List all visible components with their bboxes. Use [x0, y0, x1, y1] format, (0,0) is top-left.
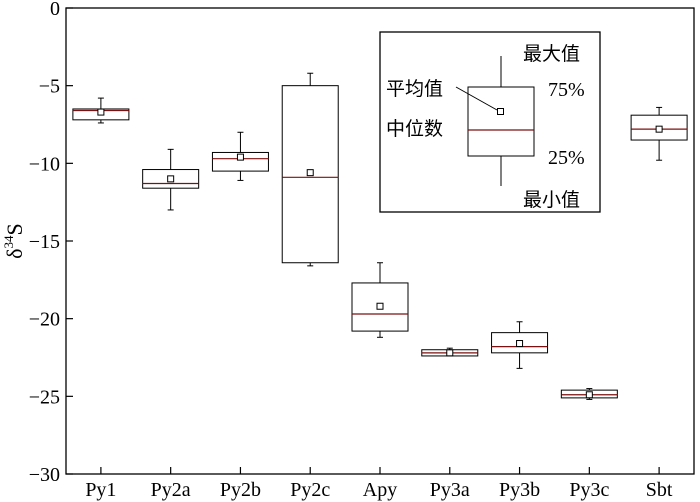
legend-max-label: 最大值 [523, 43, 580, 65]
x-tick-label: Py3a [430, 479, 470, 501]
legend-q3-label: 75% [548, 79, 585, 101]
x-tick-label: Py1 [85, 479, 116, 501]
y-axis-label-sup: 34 [1, 235, 16, 249]
y-axis: 0 −5 −10 −15 −20 −25 −30 [29, 0, 73, 486]
y-tick-label: −30 [29, 464, 60, 486]
box-mean-marker [376, 302, 384, 310]
legend-box: 最大值 75% 平均值 中位数 25% 最小值 [379, 31, 601, 213]
y-tick-label: −20 [29, 309, 60, 331]
x-tick-label: Apy [363, 479, 397, 501]
box-sbt [630, 106, 688, 161]
box-py3b [491, 321, 549, 369]
box-py1 [72, 97, 130, 124]
x-tick-label: Py2b [220, 479, 261, 501]
y-tick-label: −25 [29, 386, 60, 408]
x-tick-label: Sbt [646, 479, 673, 501]
y-tick-label: −10 [29, 153, 60, 175]
y-axis-label-tail: S [2, 223, 27, 235]
box-py2c [281, 72, 339, 267]
x-tick-label: Py3c [569, 479, 609, 501]
box-iqr [211, 151, 269, 172]
x-axis: Py1 Py2a Py2b Py2c Apy Py3a Py3b Py3c Sbt [85, 467, 673, 501]
box-mean-marker [306, 169, 314, 177]
legend-box-iqr [467, 86, 535, 157]
y-tick-label: −15 [29, 231, 60, 253]
legend-min-label: 最小值 [523, 189, 580, 211]
y-tick-label: −5 [39, 76, 60, 98]
box-mean-marker [167, 175, 175, 183]
box-mean-marker [585, 391, 593, 399]
legend-mean-pointer [455, 86, 498, 111]
y-axis-label: δ34S [1, 223, 27, 259]
x-tick-label: Py2c [290, 479, 330, 501]
box-mean-marker [97, 108, 105, 116]
box-mean-marker [236, 153, 244, 161]
y-axis-label-main: δ [2, 248, 27, 258]
legend-frame [379, 31, 601, 213]
x-tick-label: Py3b [499, 479, 540, 501]
box-py3a [421, 347, 479, 357]
x-tick-label: Py2a [151, 479, 191, 501]
legend-mean-label: 平均值 [386, 78, 443, 100]
y-tick-label: 0 [50, 0, 60, 20]
box-series [72, 72, 688, 400]
box-py3c [560, 388, 618, 400]
box-mean-marker [655, 125, 663, 133]
box-apy [351, 262, 409, 338]
box-py2a [142, 148, 200, 211]
legend-median-label: 中位数 [386, 118, 443, 140]
legend-mean-marker [497, 108, 504, 115]
box-mean-marker [516, 340, 524, 348]
legend-q1-label: 25% [548, 147, 585, 169]
box-mean-marker [446, 349, 454, 357]
box-py2b [211, 131, 269, 181]
